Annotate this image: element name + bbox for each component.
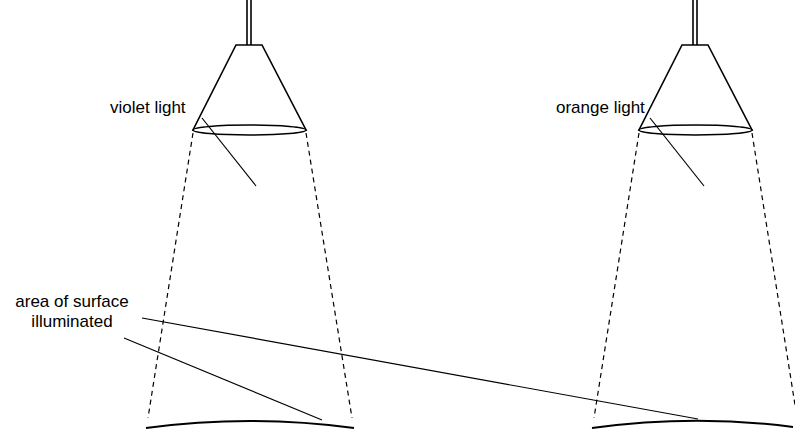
light-label: violet light bbox=[110, 98, 186, 118]
lamp-cord bbox=[246, 0, 248, 45]
leader-line bbox=[650, 118, 704, 186]
illuminated-surface bbox=[592, 421, 793, 428]
lamp-cord bbox=[692, 0, 694, 45]
lamp-shade bbox=[193, 45, 306, 130]
illuminated-surface bbox=[146, 421, 354, 428]
lamp-opening bbox=[639, 125, 752, 135]
lamp-cord bbox=[250, 0, 252, 45]
leader-line bbox=[142, 318, 698, 419]
light-beam-edge bbox=[148, 133, 193, 418]
light-beam-edge bbox=[306, 133, 352, 418]
leader-line bbox=[124, 338, 322, 420]
lamp-cord bbox=[696, 0, 698, 45]
lamp-shade bbox=[639, 45, 752, 130]
callout-label: area of surface illuminated bbox=[6, 292, 138, 332]
light-label: orange light bbox=[556, 98, 645, 118]
lamp-opening bbox=[193, 125, 306, 135]
light-beam-edge bbox=[594, 133, 639, 418]
light-beam-edge bbox=[752, 133, 795, 405]
leader-line bbox=[202, 118, 256, 186]
